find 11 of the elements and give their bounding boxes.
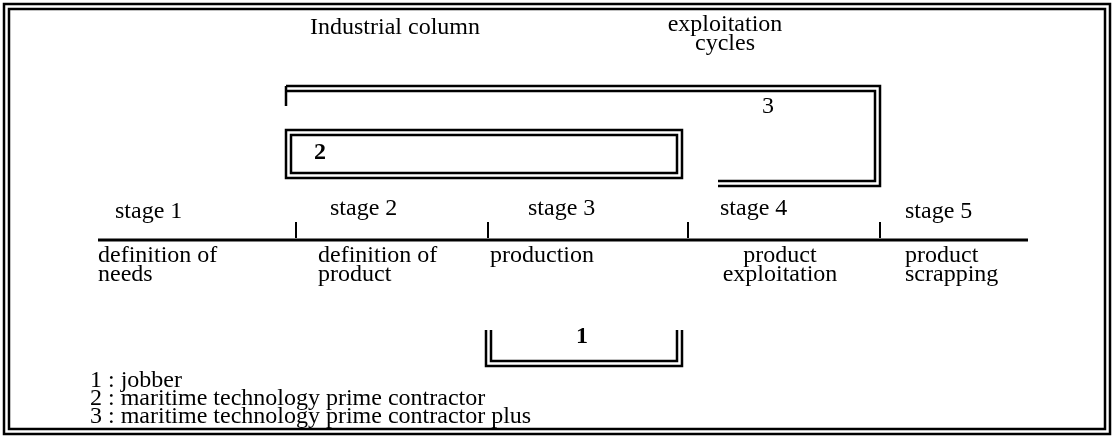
column-heading: exploitation cycles [666,14,784,53]
bracket-number: 2 [314,138,326,165]
stage-label: stage 1 [115,198,183,222]
phase-description: definition of needs [98,245,219,283]
bracket-number: 1 [576,322,588,349]
bracket-number: 3 [762,92,774,119]
stage-label: stage 2 [330,195,398,219]
stage-label: stage 4 [720,195,788,219]
column-heading: Industrial column [310,14,480,38]
stage-label: stage 5 [905,198,973,222]
stage-label: stage 3 [528,195,596,219]
